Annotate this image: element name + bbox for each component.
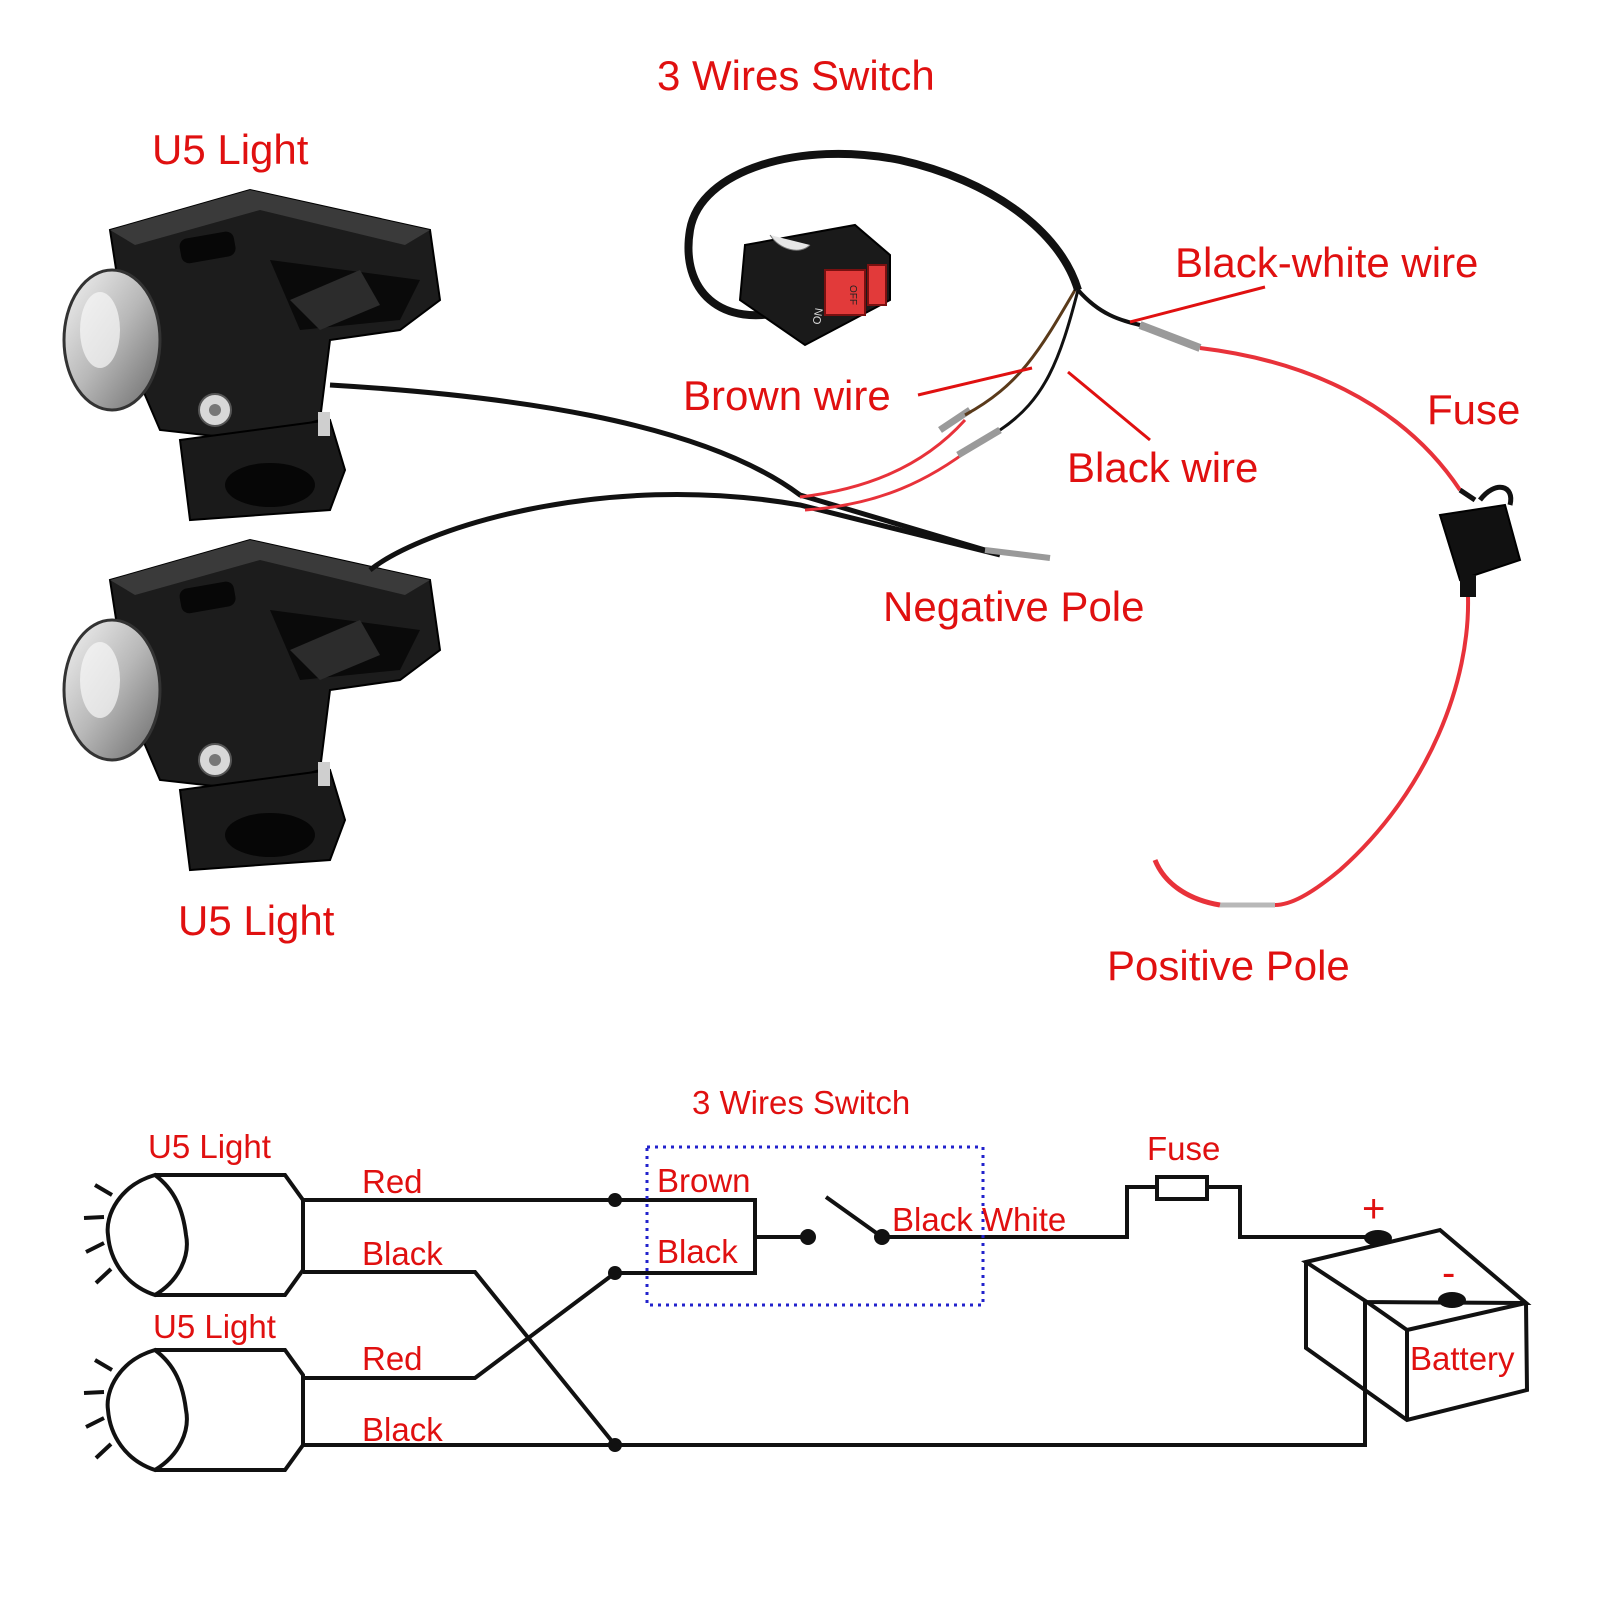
schematic-lamp-1-body: [155, 1173, 305, 1297]
switch-on-marking: ON: [811, 307, 826, 325]
red-wire-positive: [1274, 596, 1471, 907]
schematic-battery-edge-2: [1406, 1301, 1527, 1332]
schematic-red-2-wire: [303, 1271, 617, 1380]
handlebar-switch: ON OFF: [738, 223, 891, 347]
switch-dotted-box: [645, 1145, 985, 1307]
heatshrink-3: [1138, 321, 1202, 352]
schematic-battery-label: Battery: [1410, 1340, 1515, 1377]
photo-light-bottom-label: U5 Light: [178, 897, 335, 944]
schematic-black-2-label: Black: [362, 1411, 443, 1448]
photo-light-top-label: U5 Light: [152, 126, 309, 173]
lamp-red-wire-2: [804, 443, 976, 512]
junction-dot: [608, 1266, 622, 1280]
schematic-black-1-label: Black: [362, 1235, 443, 1272]
schematic-switch-blade: [824, 1195, 884, 1239]
battery-negative-terminal: [1438, 1292, 1466, 1308]
schematic-switch-title: 3 Wires Switch: [692, 1084, 910, 1121]
junction-dot: [608, 1193, 622, 1207]
heatshrink-1: [938, 407, 972, 433]
photo-black-white-label: Black-white wire: [1175, 239, 1478, 286]
schematic-negative-wire: [303, 1300, 1367, 1447]
black-white-wire-line: [1076, 288, 1141, 327]
junction-dot: [608, 1438, 622, 1452]
photo-negative-pole-label: Negative Pole: [883, 583, 1145, 630]
negative-pole-wire-end: [984, 547, 1051, 561]
schematic-lamp-2-body: [155, 1348, 305, 1472]
pointer-black-white: [1129, 285, 1266, 324]
lamp-top-cable: [329, 382, 986, 553]
photo-black-wire-label: Black wire: [1067, 444, 1258, 491]
lamp-bottom: [62, 538, 442, 872]
photo-positive-pole-label: Positive Pole: [1107, 942, 1350, 989]
fuse-holder: [1438, 484, 1522, 597]
brown-wire-line: [964, 289, 1077, 417]
schematic-minus-label: -: [1442, 1251, 1455, 1295]
red-wire-to-fuse: [1199, 346, 1462, 492]
lamp-bottom-cable: [368, 492, 1001, 572]
schematic-light-1-label: U5 Light: [148, 1128, 271, 1165]
pointer-brown: [917, 366, 1033, 397]
schematic-black-in-label: Black: [657, 1233, 738, 1270]
positive-wire-tip: [1152, 858, 1221, 908]
schematic-switch-out: [882, 1185, 1157, 1239]
photo-brown-wire-label: Brown wire: [683, 372, 891, 419]
schematic-lamp-2-lens: [105, 1347, 189, 1473]
schematic-battery-edge: [1365, 1300, 1409, 1420]
switch-contact-dot: [874, 1229, 890, 1245]
schematic-fuse-label: Fuse: [1147, 1130, 1220, 1167]
schematic-lamp-1-lens: [105, 1172, 189, 1298]
switch-cable: [684, 149, 1082, 320]
schematic-fuse: [1155, 1175, 1209, 1201]
photo-fuse-label: Fuse: [1427, 386, 1520, 433]
switch-contact-dot: [800, 1229, 816, 1245]
pointer-black: [1067, 370, 1151, 442]
schematic-black-1-wire: [303, 1270, 617, 1447]
schematic-wires: [83, 1172, 1532, 1473]
schematic-plus-label: +: [1362, 1187, 1385, 1231]
schematic-fuse-out: [1207, 1185, 1372, 1239]
schematic-black-white-label: Black White: [892, 1201, 1066, 1238]
heatshrink-2: [956, 426, 1002, 459]
schematic-red-2-label: Red: [362, 1340, 423, 1377]
schematic-brown-label: Brown: [657, 1162, 751, 1199]
schematic-light-2-label: U5 Light: [153, 1308, 276, 1345]
battery-positive-terminal: [1364, 1230, 1392, 1246]
photo-switch-title: 3 Wires Switch: [657, 52, 935, 99]
lamp-red-wire-1: [799, 418, 967, 499]
black-wire-line: [999, 289, 1080, 432]
lamp-top: [62, 188, 442, 522]
schematic-red-1-label: Red: [362, 1163, 423, 1200]
schematic-battery-top: [1301, 1227, 1532, 1306]
switch-off-marking: OFF: [847, 285, 858, 305]
